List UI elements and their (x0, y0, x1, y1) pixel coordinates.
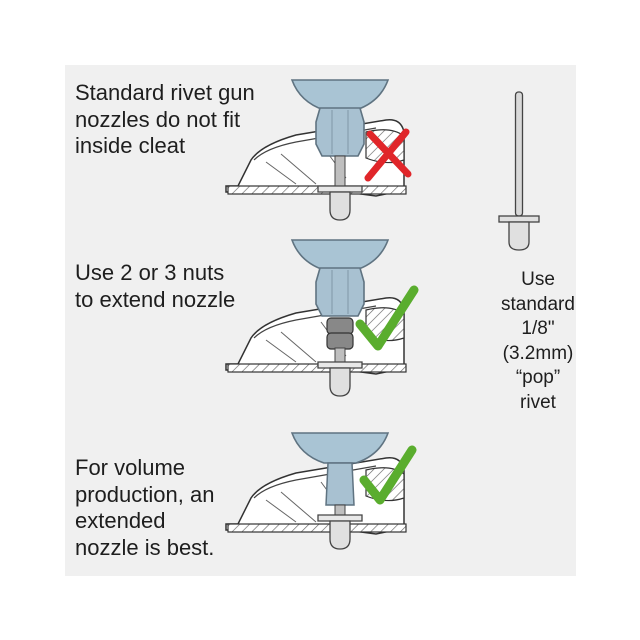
step-3-caption: For volume production, an extended nozzl… (75, 455, 214, 561)
caption-line: nozzles do not fit (75, 106, 241, 132)
rivet-note-line: rivet (520, 391, 556, 413)
rivet-note-line: 1/8" (521, 318, 555, 339)
step-2-illustration (225, 297, 407, 375)
rivet-note-line: Use (521, 269, 555, 290)
nozzle-cap (291, 239, 389, 271)
rivet-head (317, 185, 363, 221)
caption-line: For volume (75, 455, 186, 480)
rivet-note-line: “pop” (515, 367, 561, 388)
caption-line: Standard rivet gun (75, 80, 255, 105)
nozzle-cap (291, 432, 389, 464)
rivet-note-line: (3.2mm) (502, 342, 574, 364)
step-2-caption: Use 2 or 3 nuts to extend nozzle (75, 260, 235, 313)
spacer-nut (326, 317, 354, 335)
rivet-note-line: standard (501, 293, 575, 315)
rivet-note: Use standard 1/8" (3.2mm) “pop” rivet (488, 268, 588, 415)
step-1-caption: Standard rivet gun nozzles do not fit in… (75, 80, 255, 160)
check-icon (355, 285, 419, 351)
caption-line: production, an (75, 481, 215, 507)
check-icon (359, 445, 417, 505)
standard-nozzle (291, 79, 389, 221)
nozzle-cap (291, 79, 389, 111)
caption-line: inside cleat (75, 133, 186, 158)
caption-line: to extend nozzle (75, 286, 236, 312)
nozzle-nut (315, 267, 365, 317)
caption-line: nozzle is best. (75, 534, 215, 560)
caption-line: Use 2 or 3 nuts (75, 260, 225, 285)
spacer-nut (326, 332, 354, 350)
rivet-head (317, 361, 363, 397)
pop-rivet (498, 91, 540, 251)
cleat-section (225, 297, 407, 375)
extended-nozzle (291, 432, 389, 550)
cross-icon (364, 128, 412, 182)
caption-line: extended (75, 508, 166, 533)
extended-nut-nozzle (291, 239, 389, 397)
nozzle-nut (315, 107, 365, 157)
